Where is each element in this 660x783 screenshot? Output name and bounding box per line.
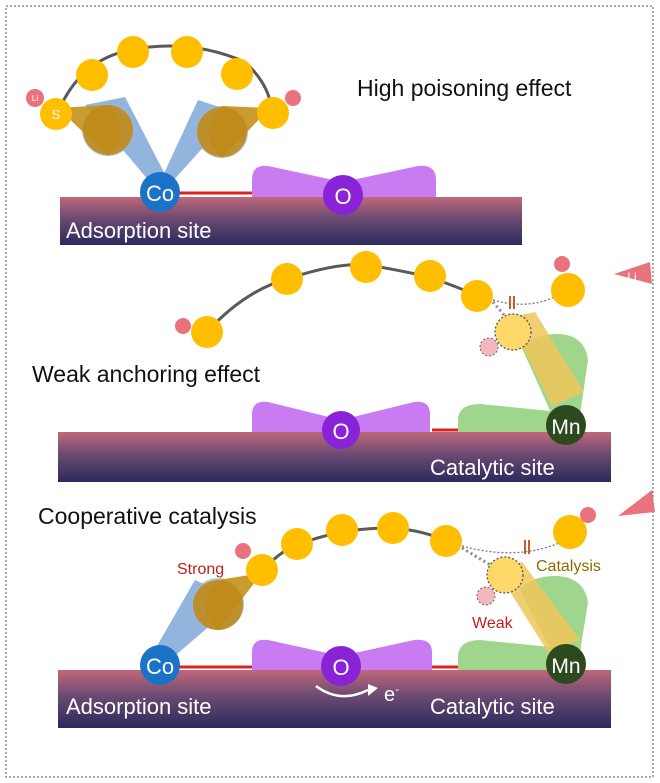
- panel-title: Cooperative catalysis: [38, 503, 257, 529]
- s-orbital-blob-right: [197, 107, 247, 157]
- cobalt-atom: [140, 172, 180, 212]
- weak-label: Weak: [472, 615, 514, 632]
- lithium-atom: [175, 318, 191, 334]
- lithium-atom: [235, 543, 251, 559]
- oxygen-label: O: [332, 655, 349, 680]
- lithium-ion-drop: [614, 262, 652, 284]
- oxygen-label: O: [334, 184, 351, 209]
- sulfur-catalyzed-atom: [494, 313, 532, 351]
- sulfur-atom: [326, 514, 358, 546]
- electron-label: e-: [384, 682, 399, 706]
- electron-arrowhead: [368, 684, 378, 696]
- sulfur-atom: [414, 260, 446, 292]
- mn-label: Mn: [551, 655, 580, 678]
- sulfur-atom: [430, 525, 462, 557]
- sulfur-atom: [246, 554, 278, 586]
- oxygen-lobes: [252, 401, 430, 432]
- sulfur-catalyzed-atom: [486, 556, 524, 594]
- strong-label: Strong: [177, 561, 224, 578]
- lithium-atom: [285, 90, 301, 106]
- lithium-atom: [580, 507, 596, 523]
- panel-cooperative-catalysis: O e- Co Mn Coo: [38, 490, 655, 728]
- mn-lobe-left: [458, 640, 565, 670]
- dissociation-arc: [461, 539, 567, 554]
- panel-title: High poisoning effect: [357, 75, 572, 101]
- catalysis-label: Catalysis: [536, 558, 601, 575]
- lithium-ion-label: Li: [627, 270, 636, 284]
- cobalt-label: Co: [146, 181, 174, 206]
- oxygen-lobes: [252, 639, 432, 670]
- sulfur-label: S: [52, 107, 61, 122]
- oxygen-lobes: [252, 165, 436, 197]
- substrate-label-right: Catalytic site: [430, 694, 555, 719]
- breaking-bond-dotted: [461, 546, 493, 568]
- mn-lobe-left: [458, 404, 565, 432]
- sulfur-atom: [76, 59, 108, 91]
- electron-transfer-arrow: [315, 684, 369, 698]
- sulfur-terminal-atom: [40, 98, 72, 130]
- lithium-ghost-atom: [479, 337, 499, 357]
- mn-atom: [546, 644, 586, 684]
- substrate-label-left: Adsorption site: [66, 694, 212, 719]
- oxygen-label: O: [332, 419, 349, 444]
- oxygen-atom: [323, 175, 363, 215]
- sulfur-detached-atom: [553, 515, 587, 549]
- lithium-ion-drop: [618, 490, 655, 516]
- substrate-label: Adsorption site: [66, 218, 212, 243]
- s-orbital-blob-left: [83, 105, 133, 155]
- sulfur-atom: [191, 316, 223, 348]
- mn-label: Mn: [551, 416, 580, 439]
- cobalt-label: Co: [146, 654, 174, 679]
- sulfur-atom: [221, 58, 253, 90]
- sulfur-atom: [377, 512, 409, 544]
- substrate-adsorption: [60, 197, 522, 245]
- panel-high-poisoning: O Co S Li High poisoning effect Adsorpti…: [26, 36, 572, 245]
- mn-atom: [546, 405, 586, 445]
- oxygen-atom: [322, 411, 360, 449]
- substrate-label: Catalytic site: [430, 455, 555, 480]
- panel-weak-anchoring: O Mn Li Weak anchoring effect Catalytic …: [32, 251, 652, 482]
- sulfur-terminal-atom: [257, 97, 289, 129]
- sulfur-atom: [117, 36, 149, 68]
- sulfur-atom: [171, 36, 203, 68]
- sulfur-atom: [281, 528, 313, 560]
- oxygen-atom: [321, 646, 361, 686]
- lithium-ghost-atom: [476, 586, 496, 606]
- s-orbital-blob: [193, 580, 243, 630]
- sulfur-detached-atom: [551, 273, 585, 307]
- lithium-label: Li: [32, 94, 38, 103]
- sulfur-atom: [461, 280, 493, 312]
- outer-frame: [5, 5, 654, 778]
- lithium-atom: [26, 89, 44, 107]
- lithium-atom: [554, 256, 570, 272]
- cobalt-atom: [140, 645, 180, 685]
- panel-title: Weak anchoring effect: [32, 361, 261, 387]
- sulfur-atom: [350, 251, 382, 283]
- sulfur-atom: [271, 263, 303, 295]
